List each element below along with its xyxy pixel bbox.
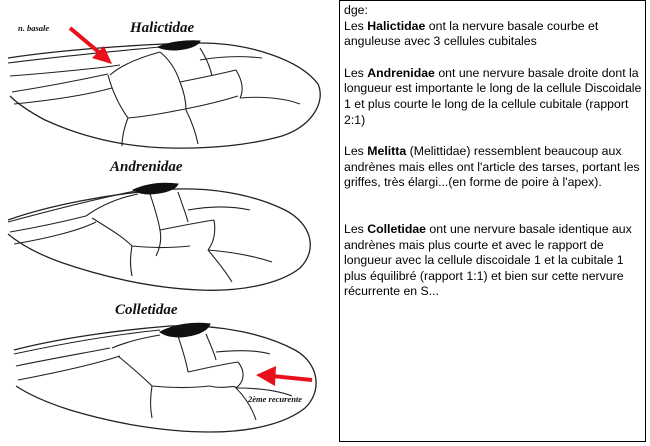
family-name-andrenidae: Andrenidae xyxy=(367,65,435,80)
wing-title-halictidae: Halictidae xyxy=(129,20,194,36)
stigma-colletidae xyxy=(159,322,211,338)
family-name-melitta: Melitta xyxy=(367,144,407,159)
wing-halictidae: Halictidae n. basale xyxy=(7,20,321,149)
paragraph-colletidae: Les Colletidae ont une nervure basale id… xyxy=(344,221,632,299)
wing-venation-figure: Halictidae n. basale Andr xyxy=(7,20,321,433)
paragraph-halictidae: Les Halictidae ont la nervure basale cou… xyxy=(344,18,599,49)
spacer xyxy=(344,50,642,66)
arrow-recurrente xyxy=(271,374,313,382)
label-2eme-recurrente: 2ème recurente xyxy=(247,394,302,404)
arrow-recurrente-head xyxy=(256,366,276,386)
stigma-halictidae xyxy=(156,40,201,51)
family-name-colletidae: Colletidae xyxy=(367,221,427,236)
wings-drawing: Halictidae n. basale Andr xyxy=(7,20,321,433)
wing-outline-andrenidae xyxy=(7,188,311,291)
stigma-andrenidae xyxy=(131,182,179,195)
description-panel: dge: Les Halictidae ont la nervure basal… xyxy=(339,0,646,442)
wing-title-andrenidae: Andrenidae xyxy=(109,159,183,175)
arrow-basale xyxy=(68,26,103,56)
paragraph-andrenidae: Les Andrenidae ont une nervure basale dr… xyxy=(344,65,642,127)
arrow-basale-head xyxy=(92,46,112,64)
wing-outline-colletidae xyxy=(13,325,317,433)
family-name-halictidae: Halictidae xyxy=(367,18,426,33)
wing-outline-halictidae xyxy=(7,42,321,149)
wing-colletidae: Colletidae 2ème recurente xyxy=(13,302,317,433)
wing-title-colletidae: Colletidae xyxy=(115,302,178,318)
label-n-basale: n. basale xyxy=(18,23,49,33)
spacer xyxy=(344,191,642,222)
wing-andrenidae: Andrenidae xyxy=(7,159,311,291)
paragraph-melitta: Les Melitta (Melittidae) ressemblent bea… xyxy=(344,144,640,190)
spacer xyxy=(344,128,642,144)
intro-text: dge: xyxy=(344,3,368,17)
